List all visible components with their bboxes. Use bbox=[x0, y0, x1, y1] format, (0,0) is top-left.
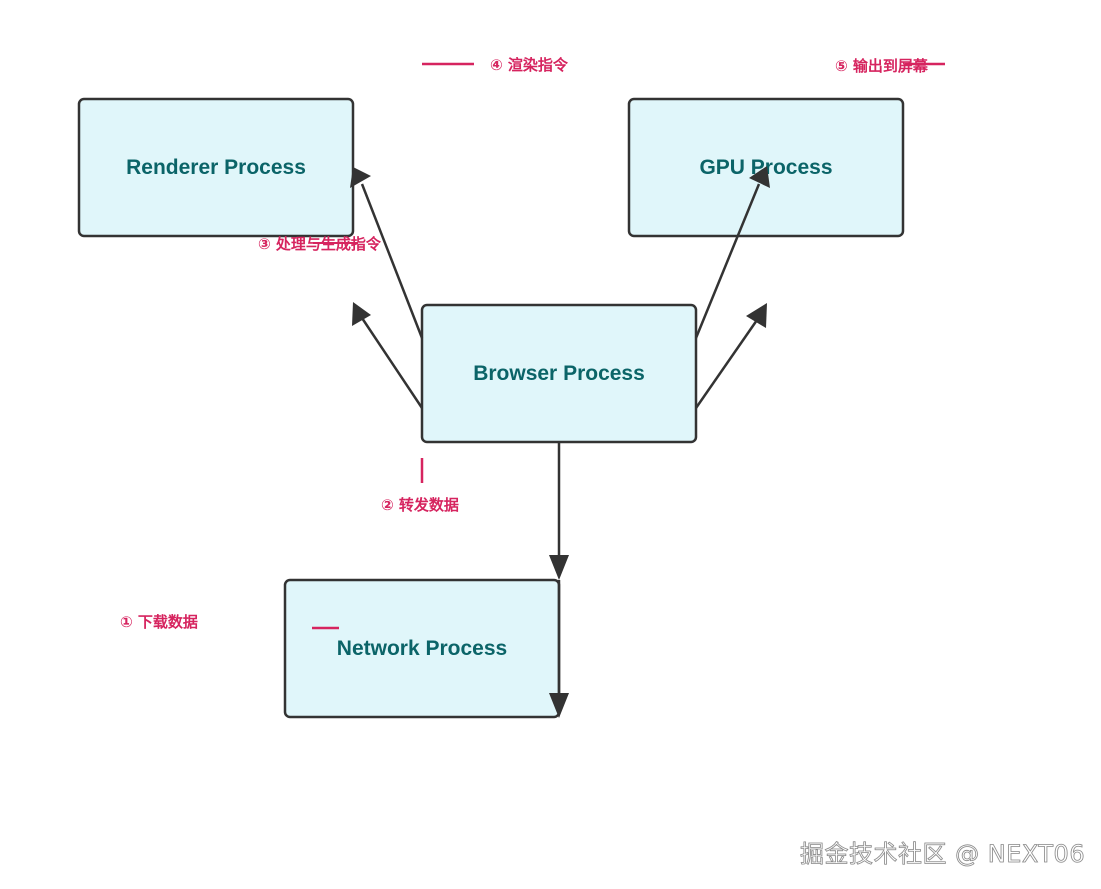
watermark: 掘金技术社区 @ NEXT06 bbox=[800, 840, 1086, 869]
step4-label: ④ 渲染指令 bbox=[490, 56, 569, 74]
arrows bbox=[350, 166, 770, 718]
network-process-node[interactable]: Network Process bbox=[283, 578, 561, 719]
browser-process-label: Browser Process bbox=[473, 362, 645, 385]
renderer-process-label: Renderer Process bbox=[126, 156, 306, 179]
renderer-process-node[interactable]: Renderer Process bbox=[77, 97, 355, 238]
step1-label: ① 下载数据 bbox=[120, 613, 198, 631]
arrow-browser-to-network-head bbox=[549, 555, 569, 580]
arrow-browser-to-renderer-line bbox=[360, 183, 424, 339]
step-markers bbox=[312, 62, 474, 630]
network-process-label: Network Process bbox=[337, 637, 507, 660]
arrow-browser-to-gpu-head bbox=[749, 166, 770, 188]
arrow-network-right-head bbox=[549, 693, 569, 718]
arrow-browser-to-gpu-line bbox=[694, 183, 761, 339]
browser-process-node[interactable]: Browser Process bbox=[420, 303, 698, 444]
arrow-browser-left-short-head bbox=[352, 302, 371, 326]
arrow-browser-to-renderer-head bbox=[350, 167, 371, 188]
arrow-browser-right-short-line bbox=[694, 319, 759, 409]
step5-label: ⑤ 输出到屏幕 bbox=[835, 57, 929, 75]
step2-label: ② 转发数据 bbox=[381, 496, 459, 514]
arrow-browser-left-short-line bbox=[360, 317, 424, 409]
arrow-browser-right-short-head bbox=[746, 303, 767, 328]
